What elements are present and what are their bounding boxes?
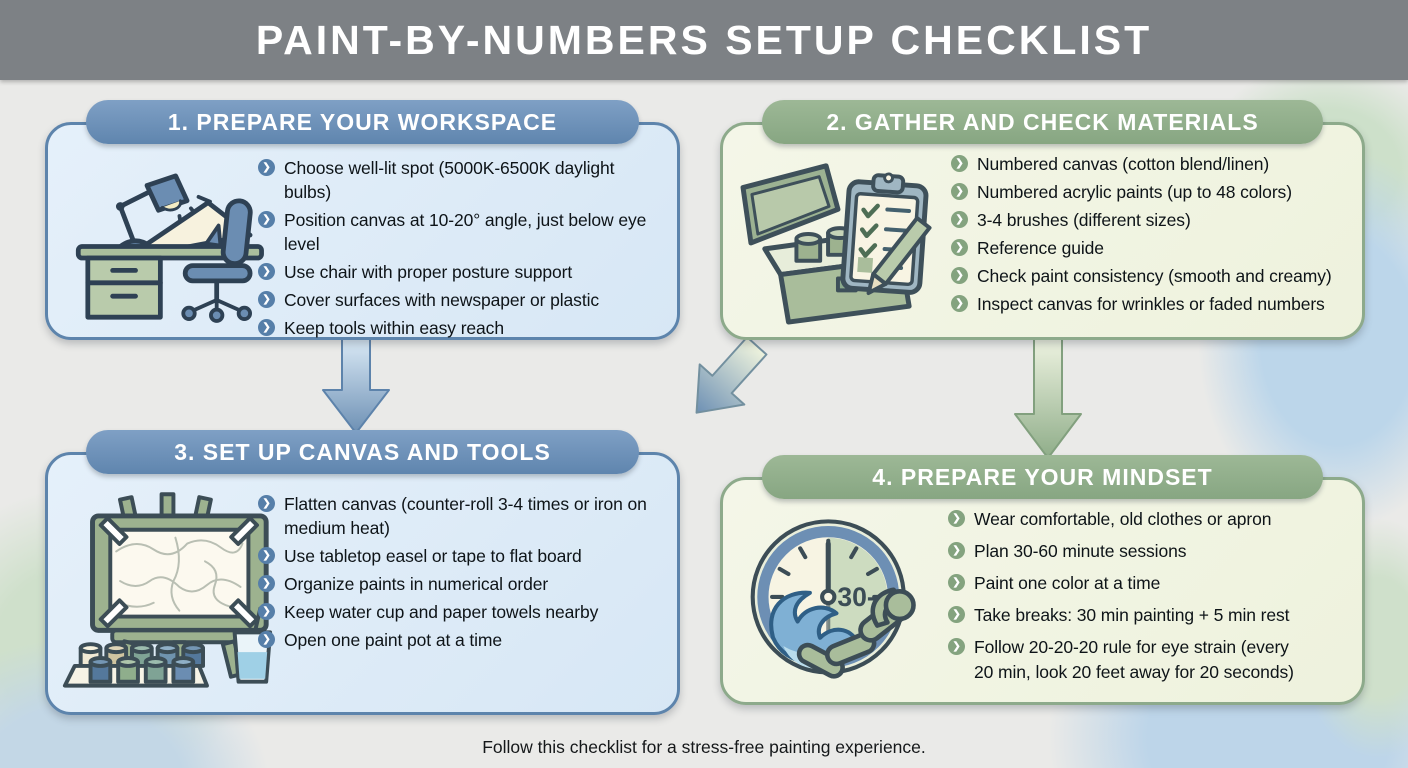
item-text: Paint one color at a time xyxy=(974,573,1161,593)
list-item: ❯ Numbered acrylic paints (up to 48 color… xyxy=(951,180,1346,204)
item-text: Inspect canvas for wrinkles or faded num… xyxy=(977,294,1325,314)
item-text: Plan 30-60 minute sessions xyxy=(974,541,1187,561)
chevron-circle-icon: ❯ xyxy=(951,183,968,200)
list-item: ❯ Flatten canvas (counter-roll 3-4 times … xyxy=(258,492,668,540)
chevron-circle-icon: ❯ xyxy=(258,291,275,308)
panel-title: 1. PREPARE YOUR WORKSPACE xyxy=(167,108,558,135)
chevron-circle-icon: ❯ xyxy=(948,606,965,623)
item-text: Flatten canvas (counter-roll 3-4 times o… xyxy=(284,494,647,538)
list-item: ❯ Organize paints in numerical order xyxy=(258,572,668,596)
timer-relax-icon: 30- xyxy=(738,503,943,702)
chevron-circle-icon: ❯ xyxy=(258,263,275,280)
panel-title-pill: 1. PREPARE YOUR WORKSPACE xyxy=(86,100,639,144)
chevron-circle-icon: ❯ xyxy=(258,319,275,336)
item-text: Follow 20-20-20 rule for eye strain (eve… xyxy=(974,637,1294,682)
panel-title-pill: 2. GATHER AND CHECK MATERIALS xyxy=(761,100,1324,144)
chevron-circle-icon: ❯ xyxy=(258,211,275,228)
panel-title: 3. SET UP CANVAS AND TOOLS xyxy=(174,438,551,465)
list-item: ❯ Use chair with proper posture support xyxy=(258,260,660,284)
list-item: ❯ Numbered canvas (cotton blend/linen) xyxy=(951,152,1346,176)
chevron-circle-icon: ❯ xyxy=(948,510,965,527)
list-item: ❯ Reference guide xyxy=(951,236,1346,260)
chevron-circle-icon: ❯ xyxy=(951,211,968,228)
chevron-circle-icon: ❯ xyxy=(951,295,968,312)
chevron-circle-icon: ❯ xyxy=(258,547,275,564)
list-item: ❯ Wear comfortable, old clothes or apron xyxy=(948,507,1303,532)
item-text: Use chair with proper posture support xyxy=(284,262,573,282)
list-item: ❯ Choose well-lit spot (5000K-6500K dayli… xyxy=(258,156,660,204)
list-item: ❯ Position canvas at 10-20° angle, just b… xyxy=(258,208,660,256)
list-item: ❯ 3-4 brushes (different sizes) xyxy=(951,208,1346,232)
list-item: ❯ Open one paint pot at a time xyxy=(258,628,668,652)
item-text: Choose well-lit spot (5000K-6500K daylig… xyxy=(284,158,615,202)
arrow-diagonal-green-blue-icon xyxy=(695,336,768,414)
header-bar: PAINT-BY-NUMBERS SETUP CHECKLIST xyxy=(0,0,1408,80)
item-text: Use tabletop easel or tape to flat board xyxy=(284,546,582,566)
list-item: ❯ Keep tools within easy reach xyxy=(258,316,660,340)
panel-prepare-mindset: 4. PREPARE YOUR MINDSET xyxy=(720,455,1365,705)
chevron-circle-icon: ❯ xyxy=(948,542,965,559)
list-item: ❯ Check paint consistency (smooth and cre… xyxy=(951,264,1346,288)
list-item: ❯ Keep water cup and paper towels nearby xyxy=(258,600,668,624)
arrow-down-green-icon xyxy=(1014,336,1082,459)
checklist-workspace: ❯ Choose well-lit spot (5000K-6500K dayli… xyxy=(258,156,660,344)
checklist-canvas-tools: ❯ Flatten canvas (counter-roll 3-4 times … xyxy=(258,492,668,656)
item-text: Take breaks: 30 min painting + 5 min res… xyxy=(974,605,1290,625)
panel-prepare-workspace: 1. PREPARE YOUR WORKSPACE xyxy=(45,100,680,340)
list-item: ❯ Inspect canvas for wrinkles or faded nu… xyxy=(951,292,1346,316)
item-text: Position canvas at 10-20° angle, just be… xyxy=(284,210,647,254)
chevron-circle-icon: ❯ xyxy=(258,603,275,620)
desk-lamp-chair-icon xyxy=(63,148,273,331)
item-text: Numbered acrylic paints (up to 48 colors… xyxy=(977,182,1292,202)
list-item: ❯ Cover surfaces with newspaper or plasti… xyxy=(258,288,660,312)
panel-setup-canvas-tools: 3. SET UP CANVAS AND TOOLS xyxy=(45,430,680,715)
footer-note: Follow this checklist for a stress-free … xyxy=(482,737,926,757)
panel-title-pill: 3. SET UP CANVAS AND TOOLS xyxy=(86,430,639,474)
chevron-circle-icon: ❯ xyxy=(258,575,275,592)
checklist-materials: ❯ Numbered canvas (cotton blend/linen) ❯ N… xyxy=(951,152,1346,320)
list-item: ❯ Plan 30-60 minute sessions xyxy=(948,539,1303,564)
item-text: 3-4 brushes (different sizes) xyxy=(977,210,1191,230)
panel-title: 4. PREPARE YOUR MINDSET xyxy=(872,463,1213,490)
item-text: Open one paint pot at a time xyxy=(284,630,503,650)
item-text: Reference guide xyxy=(977,238,1104,258)
page-title: PAINT-BY-NUMBERS SETUP CHECKLIST xyxy=(255,16,1153,63)
chevron-circle-icon: ❯ xyxy=(951,155,968,172)
item-text: Cover surfaces with newspaper or plastic xyxy=(284,290,600,310)
chevron-circle-icon: ❯ xyxy=(951,239,968,256)
chevron-circle-icon: ❯ xyxy=(948,574,965,591)
chevron-circle-icon: ❯ xyxy=(258,159,275,176)
arrow-down-blue-icon xyxy=(322,336,390,434)
item-text: Keep tools within easy reach xyxy=(284,318,504,338)
easel-paints-icon xyxy=(57,482,279,695)
item-text: Wear comfortable, old clothes or apron xyxy=(974,509,1272,529)
item-text: Keep water cup and paper towels nearby xyxy=(284,602,599,622)
list-item: ❯ Paint one color at a time xyxy=(948,571,1303,596)
panel-title: 2. GATHER AND CHECK MATERIALS xyxy=(826,108,1259,135)
toolbox-clipboard-icon xyxy=(734,148,934,331)
chevron-circle-icon: ❯ xyxy=(258,631,275,648)
item-text: Check paint consistency (smooth and crea… xyxy=(977,266,1332,286)
panel-title-pill: 4. PREPARE YOUR MINDSET xyxy=(761,455,1324,499)
list-item: ❯ Use tabletop easel or tape to flat boar… xyxy=(258,544,668,568)
panel-gather-materials: 2. GATHER AND CHECK MATERIALS xyxy=(720,100,1365,340)
list-item: ❯ Follow 20-20-20 rule for eye strain (ev… xyxy=(948,635,1303,685)
item-text: Numbered canvas (cotton blend/linen) xyxy=(977,154,1270,174)
chevron-circle-icon: ❯ xyxy=(258,495,275,512)
item-text: Organize paints in numerical order xyxy=(284,574,549,594)
checklist-mindset: ❯Wear comfortable, old clothes or apron … xyxy=(948,507,1303,692)
clock-label: 30- xyxy=(837,582,875,612)
chevron-circle-icon: ❯ xyxy=(948,638,965,655)
list-item: ❯ Take breaks: 30 min painting + 5 min re… xyxy=(948,603,1303,628)
chevron-circle-icon: ❯ xyxy=(951,267,968,284)
